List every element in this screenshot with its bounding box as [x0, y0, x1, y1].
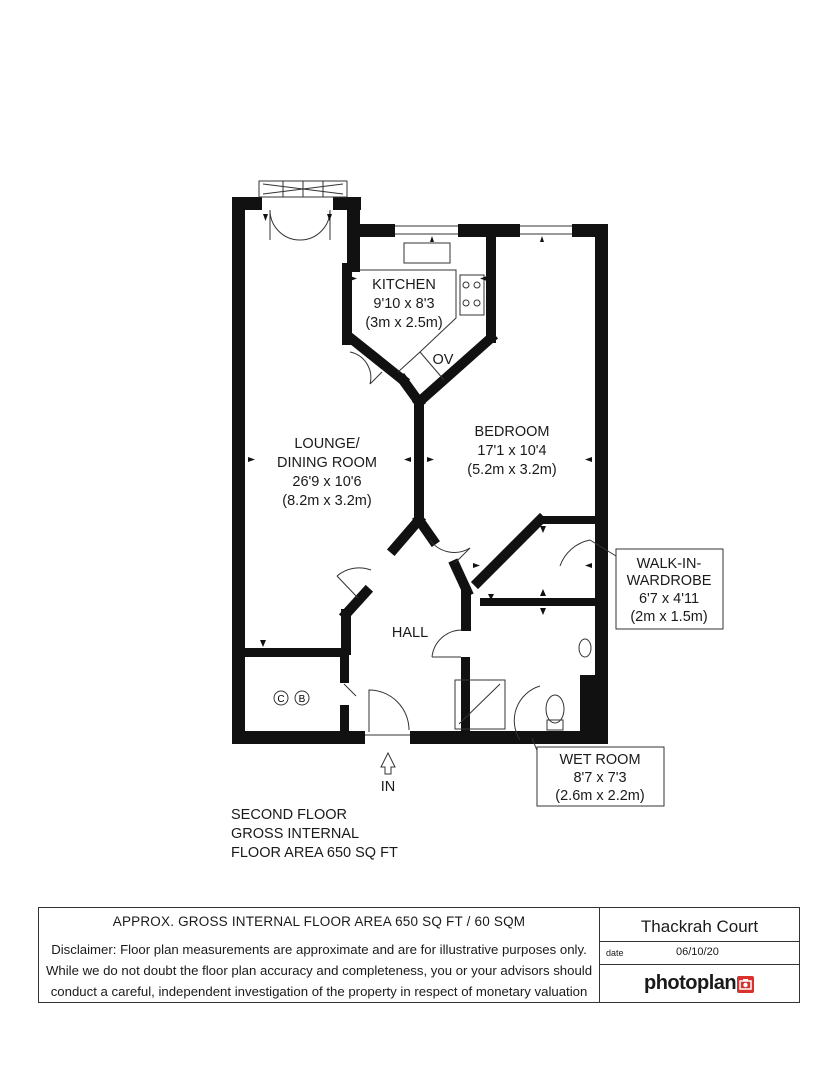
disclaimer-line2: While we do not doubt the floor plan acc… [45, 963, 593, 978]
camera-icon [737, 976, 754, 993]
lounge-name-line2: DINING ROOM [277, 455, 377, 471]
date-label: date [606, 948, 624, 958]
kitchen-name: KITCHEN [372, 277, 436, 293]
floor-note-line1: SECOND FLOOR [231, 807, 348, 823]
hall-name: HALL [392, 625, 428, 641]
wardrobe-name-line1: WALK-IN- [637, 556, 702, 572]
wetroom-imperial: 8'7 x 7'3 [573, 770, 626, 786]
date-value: 06/10/20 [676, 946, 719, 958]
footer-panel: APPROX. GROSS INTERNAL FLOOR AREA 650 SQ… [38, 907, 800, 1003]
wardrobe-metric: (2m x 1.5m) [630, 609, 707, 625]
footer-left: APPROX. GROSS INTERNAL FLOOR AREA 650 SQ… [39, 908, 600, 1002]
lounge-name-line1: LOUNGE/ [294, 436, 360, 452]
disclaimer-line1: Disclaimer: Floor plan measurements are … [51, 942, 587, 957]
entrance-label: IN [381, 779, 396, 795]
walls [232, 197, 608, 744]
floor-area-note: SECOND FLOOR GROSS INTERNAL FLOOR AREA 6… [231, 806, 398, 863]
brand-name: photoplan [644, 972, 737, 994]
floor-note-line3: FLOOR AREA 650 SQ FT [231, 845, 398, 861]
cylinder-label: C [277, 694, 284, 705]
kitchen-metric: (3m x 2.5m) [365, 315, 442, 331]
wardrobe-label-box [615, 548, 724, 630]
boiler-label: B [299, 694, 306, 705]
oven-label: OV [433, 352, 454, 368]
disclaimer-line3: conduct a careful, independent investiga… [50, 984, 588, 999]
wardrobe-imperial: 6'7 x 4'11 [639, 591, 699, 607]
thin-lines [258, 180, 617, 775]
bedroom-imperial: 17'1 x 10'4 [477, 443, 546, 459]
footer-right: Thackrah Court date 06/10/20 photoplan [600, 908, 799, 1002]
floor-plan: KITCHEN 9'10 x 8'3 (3m x 2.5m) OV LOUNGE… [232, 180, 724, 807]
property-name: Thackrah Court [600, 908, 799, 942]
lounge-imperial: 26'9 x 10'6 [292, 474, 361, 490]
lounge-metric: (8.2m x 3.2m) [282, 493, 371, 509]
footer-area-text: APPROX. GROSS INTERNAL FLOOR AREA 650 SQ… [112, 914, 526, 929]
date-row: date 06/10/20 [600, 942, 799, 965]
bedroom-metric: (5.2m x 3.2m) [467, 462, 556, 478]
wardrobe-name-line2: WARDROBE [627, 573, 712, 589]
disclaimer: Disclaimer: Floor plan measurements are … [39, 939, 599, 1002]
floor-note-line2: GROSS INTERNAL [231, 826, 360, 842]
bedroom-name: BEDROOM [475, 424, 550, 440]
wetroom-label-box [536, 746, 665, 807]
wall-tick-marks [248, 214, 592, 647]
wetroom-name: WET ROOM [559, 752, 640, 768]
kitchen-imperial: 9'10 x 8'3 [373, 296, 434, 312]
wetroom-metric: (2.6m x 2.2m) [555, 788, 644, 804]
angled-walls [338, 227, 548, 655]
